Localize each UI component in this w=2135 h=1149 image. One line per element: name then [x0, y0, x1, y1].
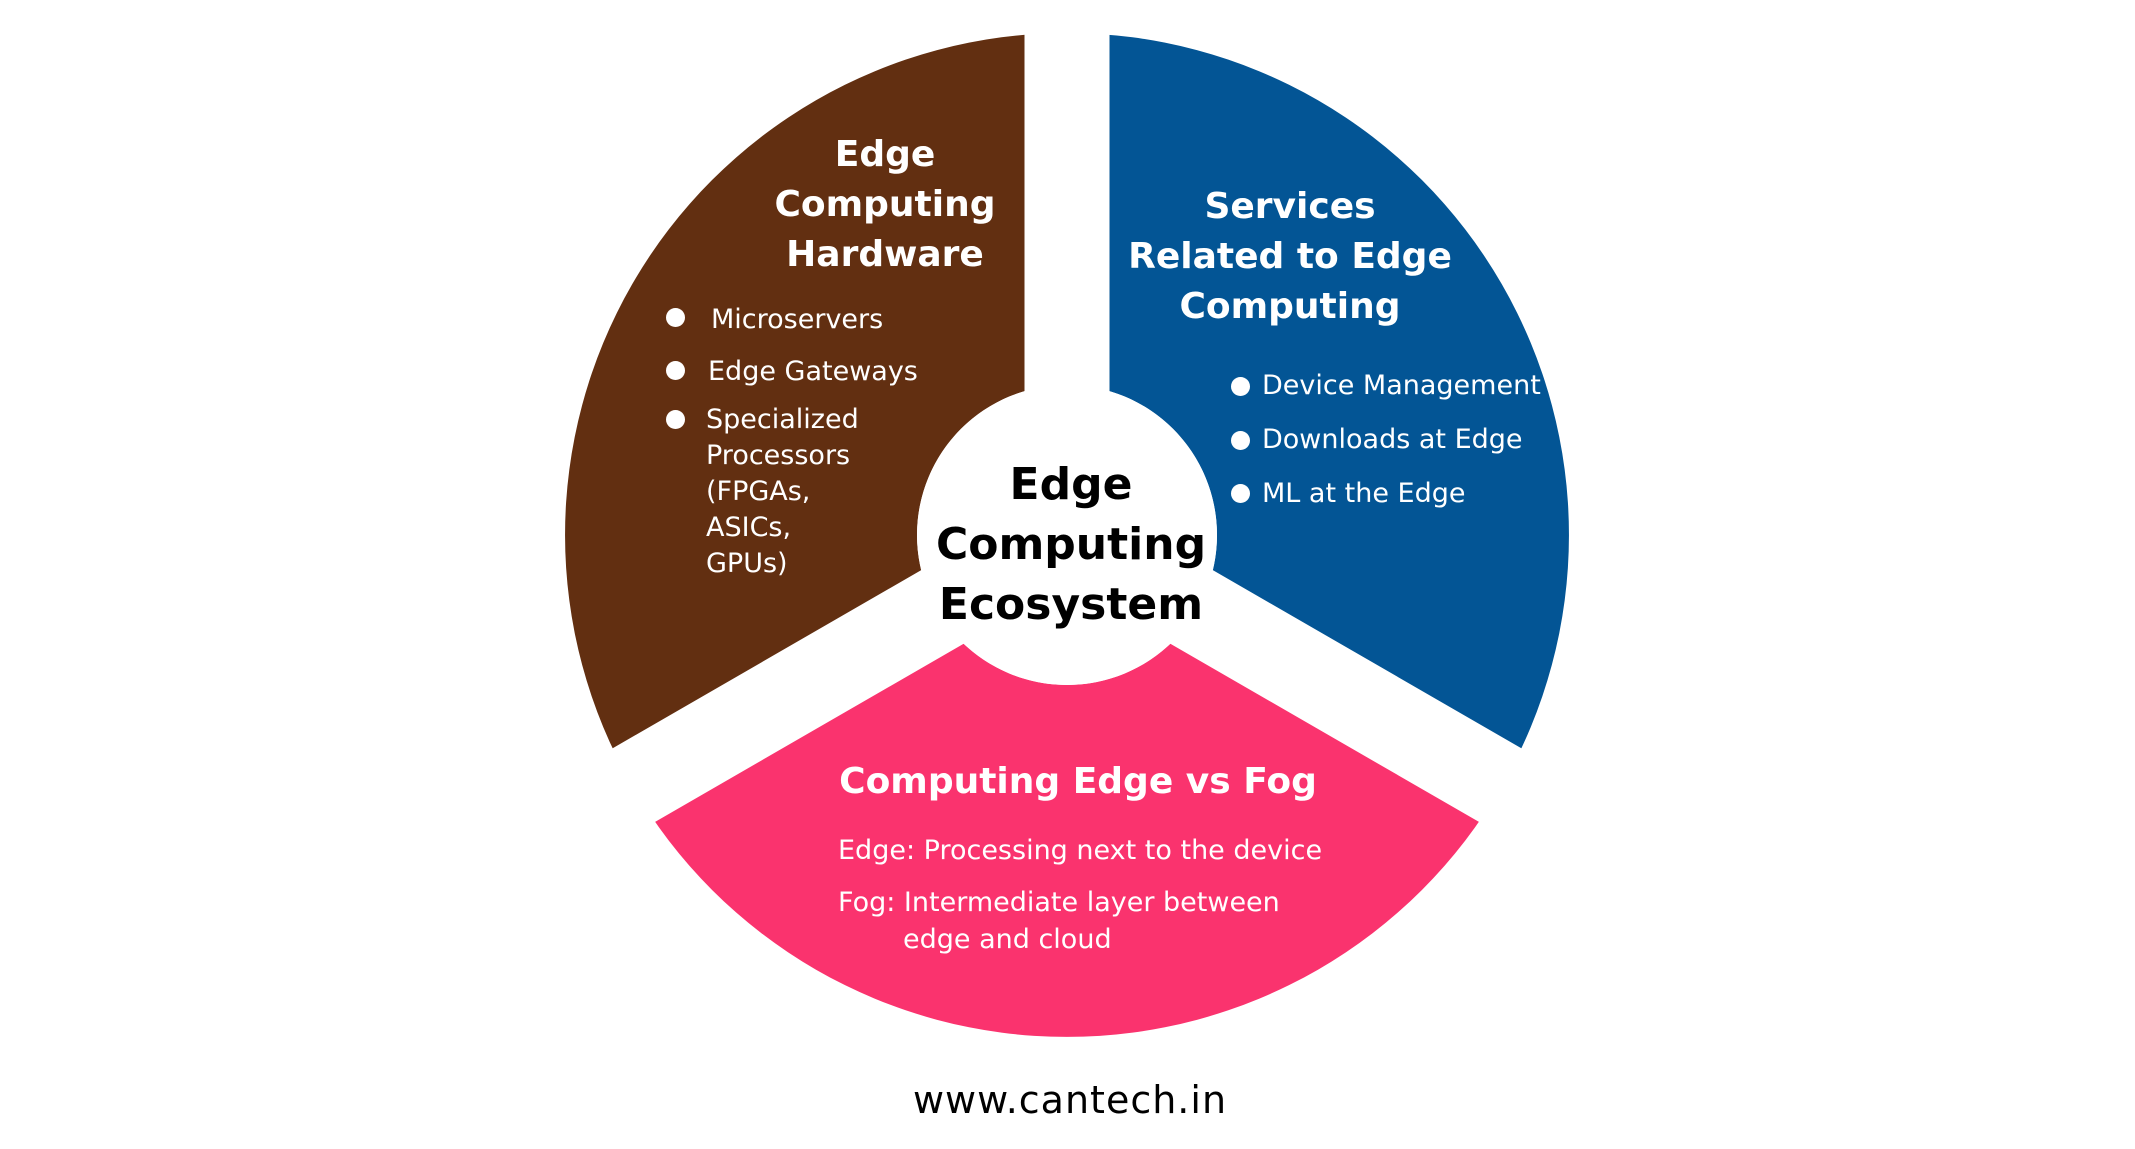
list-item-line: GPUs): [706, 548, 788, 579]
edge-vs-fog-title: Computing Edge vs Fog: [839, 761, 1317, 802]
services-title-line: Services: [1204, 186, 1376, 227]
definition-fog-continuation: edge and cloud: [903, 924, 1112, 955]
bullet-icon: [1231, 484, 1250, 503]
definition-text: Intermediate layer between: [903, 887, 1280, 918]
bullet-icon: [666, 361, 685, 380]
list-item: Specialized Processors (FPGAs, ASICs, GP…: [706, 402, 859, 582]
services-title-line: Computing: [1179, 286, 1401, 327]
bullet-icon: [1231, 377, 1250, 396]
list-item: ML at the Edge: [1262, 478, 1466, 509]
bullet-icon: [666, 410, 685, 429]
center-title-line: Edge: [1009, 459, 1133, 510]
center-title-line: Ecosystem: [938, 579, 1204, 630]
definition-term: Edge:: [838, 835, 916, 866]
services-title-line: Related to Edge: [1128, 236, 1452, 277]
segment-gaps: [586, 0, 1548, 836]
definition-term: Fog:: [838, 887, 896, 918]
hardware-title-line: Edge: [834, 134, 936, 175]
footer-url: www.cantech.in: [912, 1078, 1228, 1122]
definition-fog: Fog: Intermediate layer between: [838, 885, 1280, 921]
list-item-line: Processors: [706, 440, 851, 471]
definition-edge: Edge: Processing next to the device: [838, 833, 1322, 869]
hardware-title: Edge Computing Hardware: [774, 130, 995, 280]
list-item-line: ASICs,: [706, 512, 792, 543]
list-item: Downloads at Edge: [1262, 424, 1523, 455]
list-item: Edge Gateways: [708, 356, 918, 387]
bullet-icon: [1231, 431, 1250, 450]
center-title-line: Computing: [935, 519, 1207, 570]
segment-edge-vs-fog: [632, 610, 1502, 1037]
list-item-line: Specialized: [706, 404, 859, 435]
list-item-line: (FPGAs,: [706, 476, 811, 507]
list-item: Device Management: [1262, 370, 1541, 401]
segment-hardware: [565, 33, 1067, 786]
bullet-icon: [666, 308, 685, 327]
center-title: Edge Computing Ecosystem: [936, 455, 1206, 635]
hardware-title-line: Computing: [774, 184, 996, 225]
list-item: Microservers: [711, 304, 884, 335]
hardware-title-line: Hardware: [786, 234, 984, 275]
definition-text: Processing next to the device: [923, 835, 1323, 866]
segment-services: [1067, 33, 1569, 786]
services-title: Services Related to Edge Computing: [1128, 182, 1452, 332]
